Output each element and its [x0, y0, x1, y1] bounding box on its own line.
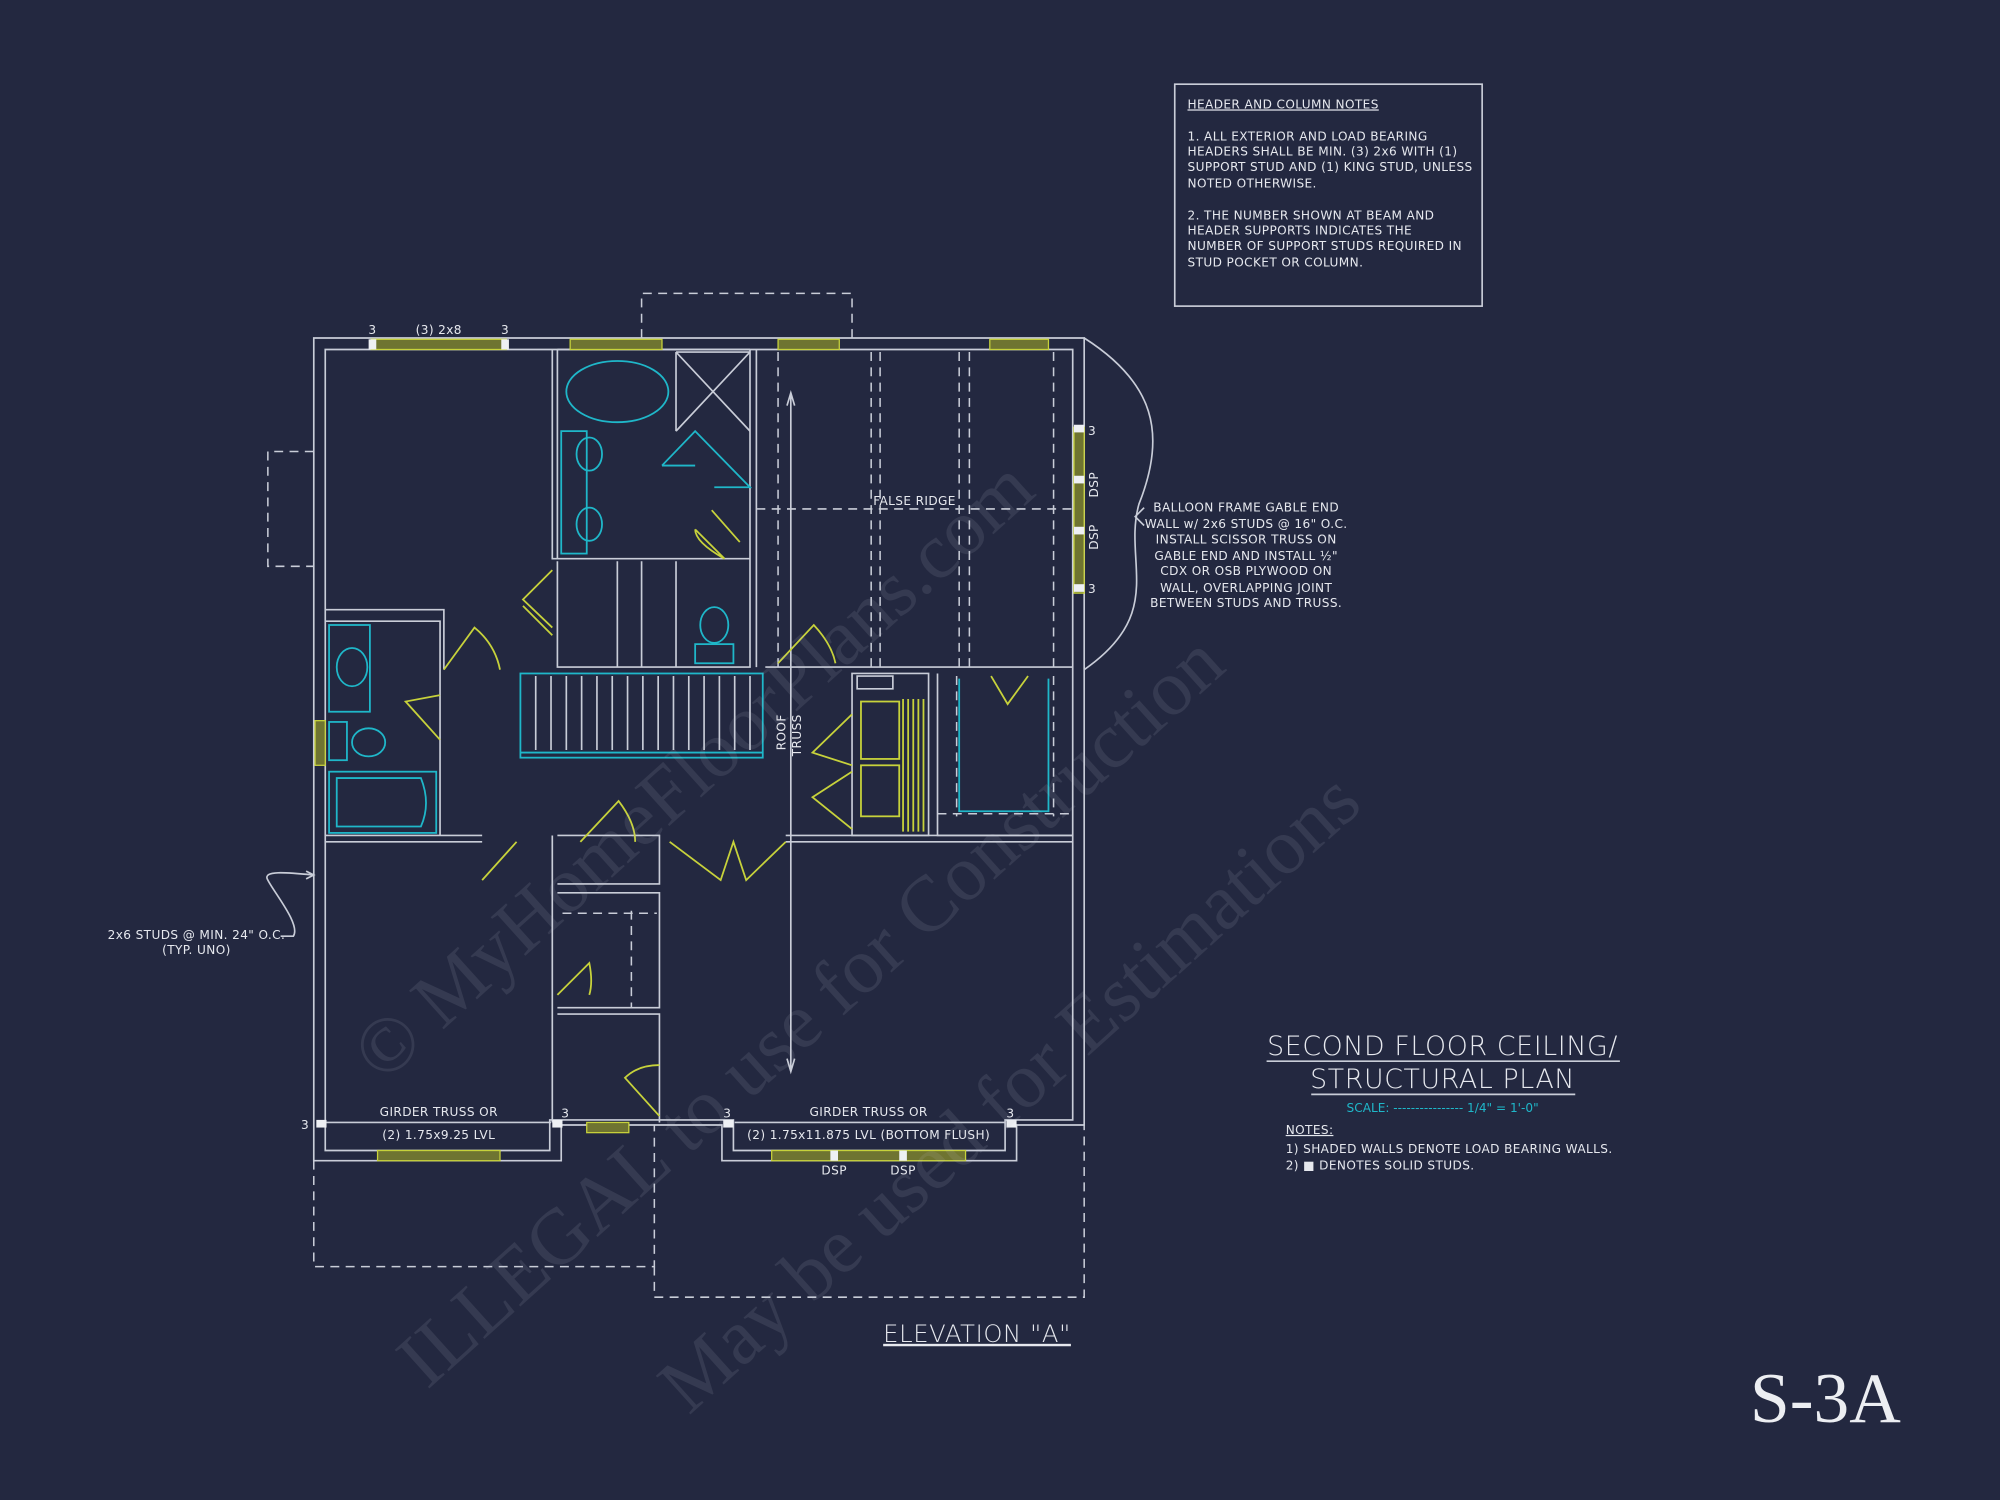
girder-left-label: GIRDER TRUSS OR [380, 1105, 498, 1119]
sink-icon [335, 647, 369, 688]
stud-count: 3 [301, 1118, 309, 1132]
title-block: SECOND FLOOR CEILING/ STRUCTURAL PLAN SC… [1266, 1031, 1620, 1173]
bathtub-oval [565, 360, 670, 424]
false-ridge-label: FALSE RIDGE [873, 494, 956, 508]
studs-callout: 2x6 STUDS @ MIN. 24" O.C. (TYP. UNO) [108, 870, 316, 957]
note1-line: SUPPORT STUD AND (1) KING STUD, UNLESS [1188, 160, 1473, 174]
callout-line: GABLE END AND INSTALL ½" [1154, 549, 1338, 563]
roof-truss-label: ROOF [775, 714, 789, 750]
callout-line: (TYP. UNO) [162, 943, 231, 957]
sink-icon [575, 436, 603, 472]
notes-box-border [1173, 83, 1483, 307]
stud-count: 3 [1006, 1106, 1014, 1120]
plan-note: 2) ■ DENOTES SOLID STUDS. [1286, 1159, 1475, 1173]
plan-note: 1) SHADED WALLS DENOTE LOAD BEARING WALL… [1286, 1142, 1613, 1156]
plan-title-line2: STRUCTURAL PLAN [1310, 1064, 1575, 1095]
girder-right-label: GIRDER TRUSS OR [810, 1105, 928, 1119]
note2-line: 2. THE NUMBER SHOWN AT BEAM AND [1188, 208, 1435, 222]
plan-labels: (3) 2x8 3 3 3 3 DSP DSP 3 3 3 3 GIRDER T… [301, 323, 1101, 1348]
toilet-icon [699, 606, 730, 644]
stud-count: 3 [1088, 582, 1096, 596]
girder-right-size: (2) 1.75x11.875 LVL (BOTTOM FLUSH) [747, 1128, 990, 1142]
note2-line: STUD POCKET OR COLUMN. [1188, 256, 1364, 270]
headers [314, 338, 1085, 1162]
sink-icon [575, 506, 603, 542]
plan-title-line1: SECOND FLOOR CEILING/ [1267, 1031, 1618, 1062]
balloon-frame-callout: BALLOON FRAME GABLE END WALL w/ 2x6 STUD… [1134, 500, 1348, 610]
header-column-notes: HEADER AND COLUMN NOTES 1. ALL EXTERIOR … [1173, 83, 1483, 307]
scale-label: SCALE: ---------------- 1/4" = 1'-0" [1347, 1101, 1539, 1115]
callout-line: BALLOON FRAME GABLE END [1153, 500, 1339, 514]
bathtub [328, 770, 438, 834]
stud-count: 3 [1088, 424, 1096, 438]
vanity [328, 624, 371, 713]
dsp-label: DSP [890, 1164, 915, 1178]
notes-title: HEADER AND COLUMN NOTES [1188, 97, 1379, 111]
callout-line: 2x6 STUDS @ MIN. 24" O.C. [108, 928, 286, 942]
vanity [560, 430, 588, 555]
callout-line: WALL, OVERLAPPING JOINT [1160, 581, 1332, 595]
girder-left-size: (2) 1.75x9.25 LVL [382, 1128, 495, 1142]
sheet-number: S-3A [1750, 1359, 1901, 1438]
stud-count: 3 [561, 1106, 569, 1120]
callout-line: CDX OR OSB PLYWOOD ON [1160, 564, 1332, 578]
callout-line: BETWEEN STUDS AND TRUSS. [1150, 596, 1342, 610]
gable-end-curve [1083, 337, 1154, 671]
stud-count: 3 [501, 323, 509, 337]
note1-line: NOTED OTHERWISE. [1188, 176, 1317, 190]
doors [403, 509, 1029, 1117]
note1-line: 1. ALL EXTERIOR AND LOAD BEARING [1188, 129, 1428, 143]
watermark-line: © MyHomeFloorPlans.com [336, 443, 1049, 1098]
bath-fixtures [328, 351, 1050, 834]
callout-line: INSTALL SCISSOR TRUSS ON [1156, 532, 1337, 546]
interior-walls [325, 348, 1073, 1123]
callout-line: WALL w/ 2x6 STUDS @ 16" O.C. [1145, 517, 1348, 531]
dsp-label: DSP [821, 1164, 846, 1178]
span-arrow [786, 389, 796, 1075]
stud-count: 3 [723, 1106, 731, 1120]
elevation-label: ELEVATION "A" [883, 1320, 1071, 1348]
truss-lines: FALSE RIDGE ROOF TRUSS [756, 352, 1073, 1075]
staircase [519, 672, 764, 759]
dsp-label: DSP [1087, 472, 1101, 497]
toilet-icon [351, 727, 387, 758]
stud-count: 3 [368, 323, 376, 337]
note2-line: NUMBER OF SUPPORT STUDS REQUIRED IN [1188, 239, 1463, 253]
top-header-label: (3) 2x8 [416, 323, 462, 337]
note2-line: HEADER SUPPORTS INDICATES THE [1188, 224, 1413, 238]
notes-heading: NOTES: [1286, 1123, 1334, 1137]
shower [675, 351, 751, 432]
dsp-label: DSP [1087, 524, 1101, 549]
note1-line: HEADERS SHALL BE MIN. (3) 2x6 WITH (1) [1188, 145, 1458, 159]
roof-truss-label: TRUSS [790, 714, 804, 757]
